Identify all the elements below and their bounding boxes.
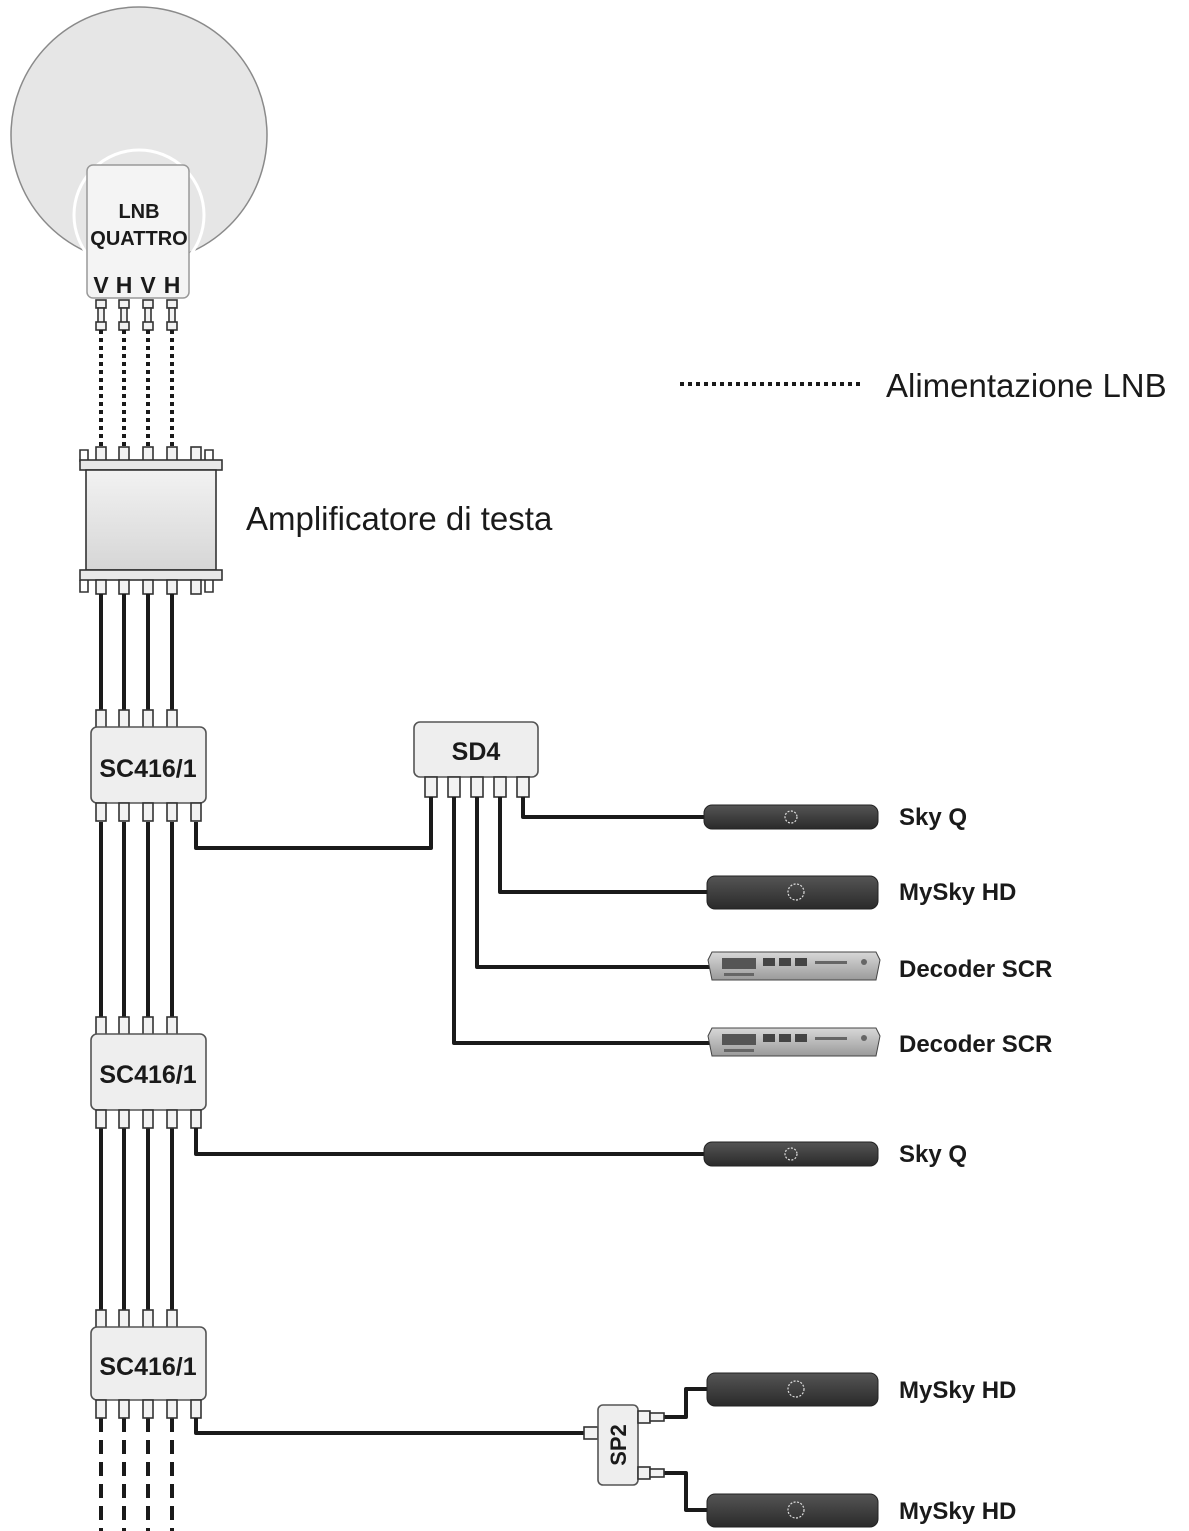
lnb-label-line2: QUATTRO xyxy=(90,228,187,250)
lnb-port-h2: H xyxy=(164,272,181,298)
sp2-splitter: SP2 xyxy=(583,1404,665,1486)
sp2-label: SP2 xyxy=(606,1424,631,1466)
trunk-continuation xyxy=(99,1418,174,1531)
device-mysky-3: MySky HD xyxy=(706,1493,1016,1528)
multiswitch-2-label: SC416/1 xyxy=(99,1061,196,1089)
device-skyq-2-label: Sky Q xyxy=(899,1141,967,1168)
legend-label: Alimentazione LNB xyxy=(886,367,1167,404)
multiswitch-2: SC416/1 xyxy=(90,1016,207,1129)
device-mysky-2-label: MySky HD xyxy=(899,1377,1016,1404)
multiswitch-1: SC416/1 xyxy=(90,709,207,822)
amplifier-label: Amplificatore di testa xyxy=(246,500,553,537)
device-skyq-2: Sky Q xyxy=(703,1141,967,1168)
device-mysky-2: MySky HD xyxy=(706,1372,1016,1407)
head-amplifier xyxy=(79,446,223,595)
device-decoder-1-label: Decoder SCR xyxy=(899,956,1052,983)
sd4-label: SD4 xyxy=(452,738,501,766)
trunk-cables xyxy=(99,594,174,1312)
device-skyq-1: Sky Q xyxy=(703,804,967,831)
lnb-label-line1: LNB xyxy=(118,201,159,223)
multiswitch-3: SC416/1 xyxy=(90,1309,207,1419)
device-decoder-2: Decoder SCR xyxy=(707,1027,1052,1058)
device-mysky-3-label: MySky HD xyxy=(899,1498,1016,1525)
lnb-port-h1: H xyxy=(116,272,133,298)
device-decoder-2-label: Decoder SCR xyxy=(899,1031,1052,1058)
lnb-port-v1: V xyxy=(93,272,109,298)
sd4-splitter: SD4 xyxy=(413,721,539,798)
lnb-quattro: LNB QUATTRO V H V H xyxy=(86,164,190,299)
multiswitch-1-label: SC416/1 xyxy=(99,755,196,783)
multiswitch-3-label: SC416/1 xyxy=(99,1353,196,1381)
device-mysky-1: MySky HD xyxy=(706,875,1016,910)
lnb-connectors xyxy=(95,299,178,331)
branch-cables xyxy=(194,797,712,1512)
device-skyq-1-label: Sky Q xyxy=(899,804,967,831)
lnb-port-v2: V xyxy=(140,272,156,298)
device-decoder-1: Decoder SCR xyxy=(707,951,1052,983)
lnb-power-lines xyxy=(99,330,174,452)
legend: Alimentazione LNB xyxy=(680,367,1167,404)
device-mysky-1-label: MySky HD xyxy=(899,879,1016,906)
